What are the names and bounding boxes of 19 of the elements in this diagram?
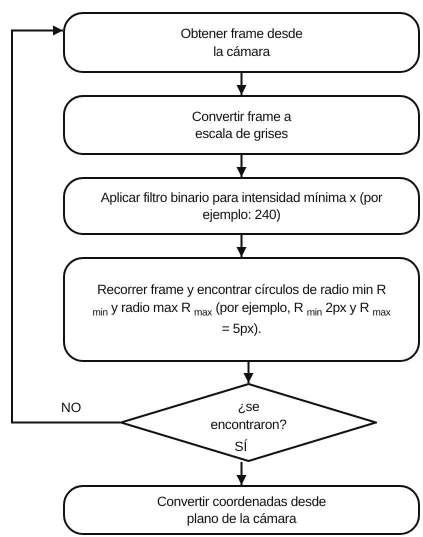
step-text: Recorrer frame y encontrar círculos de radio min R $_{min}$ y radio max R $_{max}$ (por ejemplo, R $_{min}$ 2px y R $_{max}$ = 5px). [92, 281, 392, 338]
arrow [11, 26, 120, 424]
process-box [63, 485, 420, 535]
step-text: Aplicar filtro binario para intensidad mínima x (por ejemplo: 240) [100, 188, 384, 224]
step-text: Obtener frame desde la cámara [180, 25, 304, 60]
process-box [63, 95, 420, 155]
arrow [236, 462, 246, 485]
process-box [63, 257, 420, 362]
arrow [236, 73, 246, 95]
step-text: Convertir frame a escala de grises [190, 108, 292, 142]
decision-diamond [120, 383, 377, 462]
arrow [244, 362, 254, 383]
step-text: ¿se encontraron? [210, 398, 288, 433]
arrow [236, 235, 246, 257]
edge-label: NO [60, 400, 82, 416]
step-text: Convertir coordenadas desde plano de la cámara [156, 492, 327, 528]
process-box [63, 12, 420, 73]
arrow [236, 155, 246, 177]
process-box [63, 177, 420, 235]
